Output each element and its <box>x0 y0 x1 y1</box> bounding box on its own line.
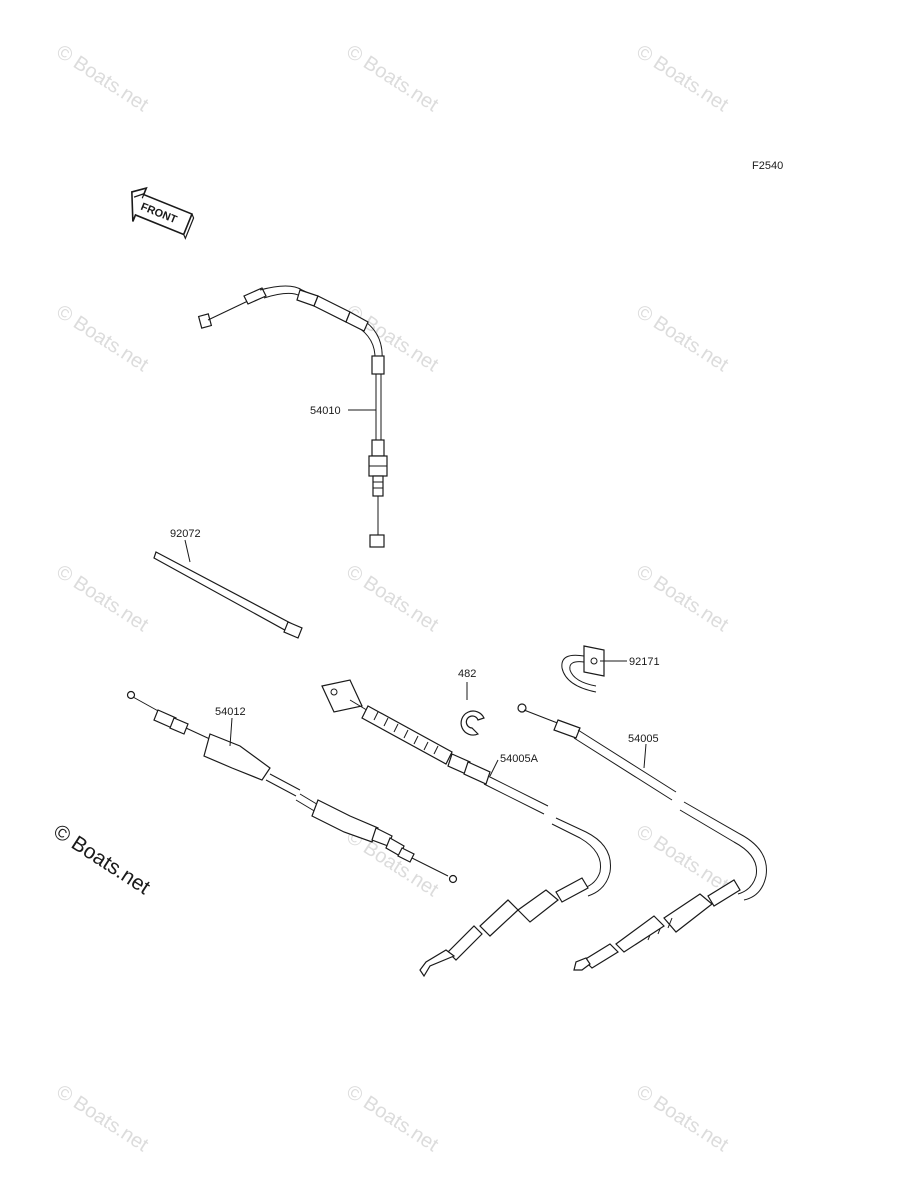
callout-54012: 54012 <box>215 706 246 718</box>
callout-92171: 92171 <box>629 656 660 668</box>
callout-54010: 54010 <box>310 405 341 417</box>
leader-54005A <box>489 759 499 777</box>
watermark: © Boats.net <box>342 561 442 637</box>
watermark: © Boats.net <box>52 301 152 377</box>
leader-54005 <box>643 743 647 769</box>
watermark: © Boats.net <box>632 1081 732 1157</box>
callout-54005: 54005 <box>628 733 659 745</box>
part-54012-cable <box>126 690 458 884</box>
part-54005-cable <box>517 703 767 971</box>
watermark: © Boats.net <box>52 561 152 637</box>
watermark: © Boats.net <box>632 561 732 637</box>
watermark: © Boats.net <box>342 41 442 117</box>
leader-54012 <box>229 717 233 747</box>
watermark: © Boats.net <box>632 41 732 117</box>
part-54010-cable <box>197 285 388 548</box>
front-arrow-icon: FRONT <box>131 186 195 240</box>
part-54005A-cable <box>321 679 611 978</box>
callout-92072: 92072 <box>170 528 201 540</box>
part-92072-band <box>153 551 303 639</box>
watermark: © Boats.net <box>632 301 732 377</box>
callout-54005A: 54005A <box>500 753 539 765</box>
part-482-clip <box>460 710 485 736</box>
part-92171-clamp <box>561 645 605 693</box>
watermark: © Boats.net <box>52 41 152 117</box>
watermark: © Boats.net <box>342 301 442 377</box>
watermark: © Boats.net <box>342 1081 442 1157</box>
figure-code: F2540 <box>752 160 783 172</box>
copyright-mark: © Boats.net <box>49 820 154 899</box>
leader-92072 <box>184 539 191 563</box>
callout-482: 482 <box>458 668 476 680</box>
watermark: © Boats.net <box>52 1081 152 1157</box>
